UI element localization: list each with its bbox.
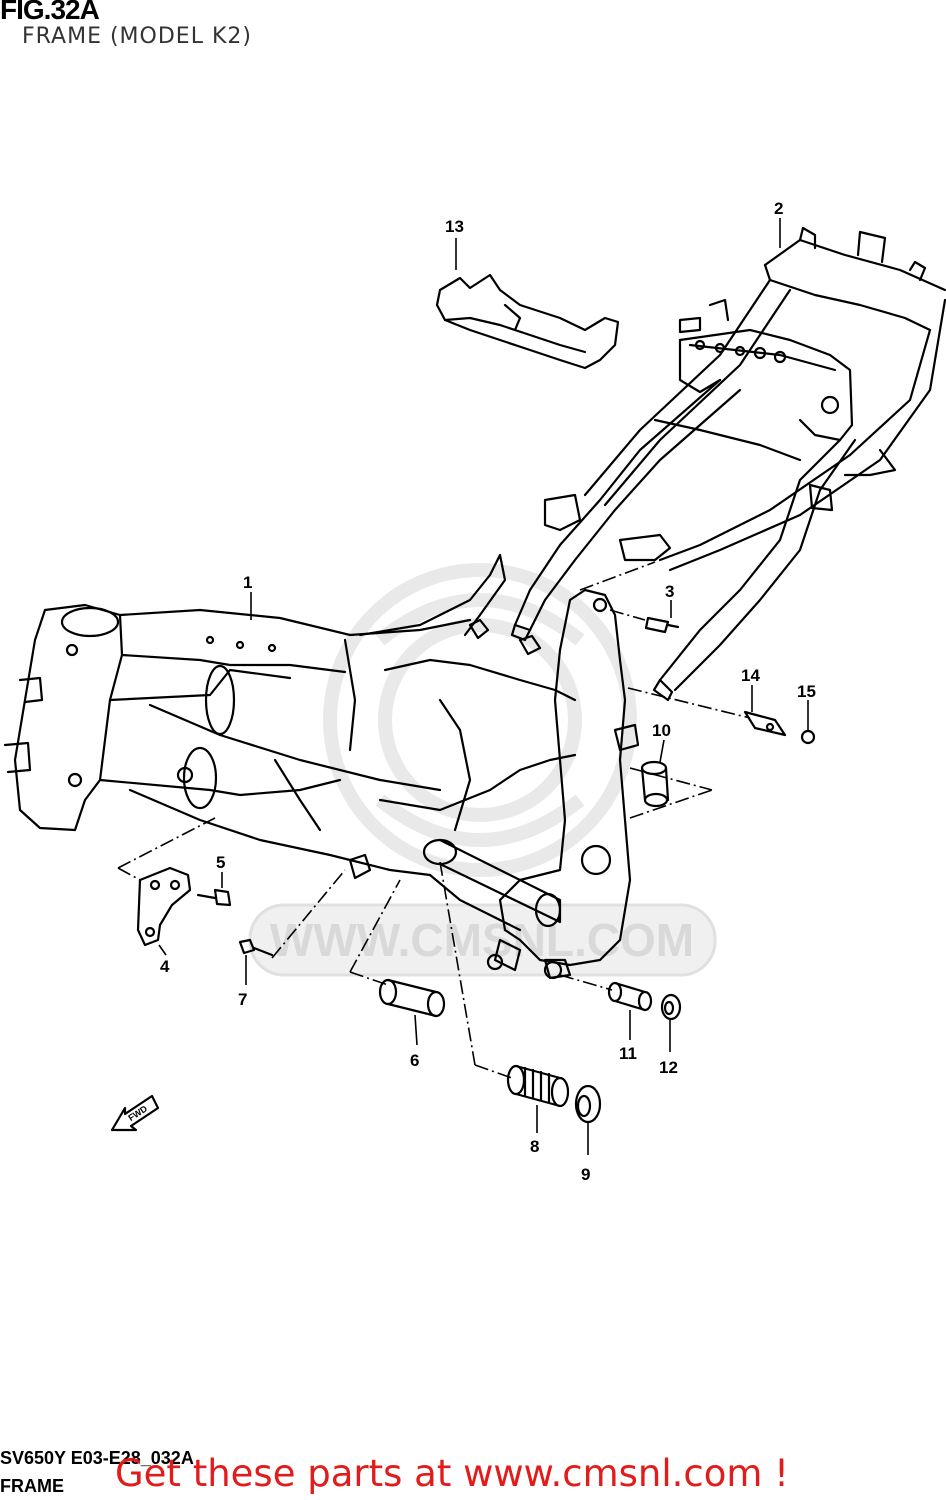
part-6-spacer xyxy=(378,978,446,1018)
part-12-nut xyxy=(660,993,682,1021)
callout-11: 11 xyxy=(619,1044,637,1063)
part-8-adjuster xyxy=(506,1064,570,1108)
part-4-bracket xyxy=(136,866,192,947)
model-code: SV650Y E03-E28_032A xyxy=(0,1448,194,1468)
leader-lines xyxy=(117,218,809,1155)
section-name: FRAME xyxy=(0,1476,64,1496)
part-3-bolt xyxy=(644,616,680,634)
callout-labels: 1 2 3 4 5 6 7 8 9 10 11 12 13 14 15 xyxy=(160,199,816,1184)
callout-3: 3 xyxy=(665,582,674,601)
part-1-main-frame xyxy=(3,553,640,980)
part-11-adjuster xyxy=(607,981,653,1012)
callout-14: 14 xyxy=(741,666,760,685)
callout-12: 12 xyxy=(659,1058,678,1077)
part-14-clamp xyxy=(743,710,787,737)
forward-arrow-icon xyxy=(110,1094,160,1132)
callout-2: 2 xyxy=(774,199,783,218)
promo-link[interactable]: Get these parts at www.cmsnl.com ! xyxy=(115,1452,790,1495)
part-15-bolt xyxy=(800,729,816,745)
callout-5: 5 xyxy=(216,853,225,872)
callout-6: 6 xyxy=(410,1051,419,1070)
part-2-rear-subframe xyxy=(510,226,946,702)
part-9-nut xyxy=(574,1084,602,1124)
part-7-bolt xyxy=(238,938,274,957)
watermark-url-banner: WWW.CMSNL.COM xyxy=(248,903,717,977)
callout-13: 13 xyxy=(445,217,464,236)
callout-9: 9 xyxy=(581,1165,590,1184)
callout-7: 7 xyxy=(238,990,247,1009)
callout-4: 4 xyxy=(160,957,170,976)
watermark-url: WWW.CMSNL.COM xyxy=(270,914,694,966)
watermark-logo xyxy=(323,563,637,877)
part-13-cover xyxy=(435,273,620,370)
part-5-bolt xyxy=(196,888,232,907)
callout-10: 10 xyxy=(652,721,671,740)
figure-subtitle: FRAME (MODEL K2) xyxy=(22,24,252,49)
callout-1: 1 xyxy=(243,573,252,592)
part-10-collar xyxy=(640,760,670,808)
figure-title: FIG.32A xyxy=(0,0,100,25)
callout-15: 15 xyxy=(797,682,816,701)
callout-8: 8 xyxy=(530,1137,539,1156)
